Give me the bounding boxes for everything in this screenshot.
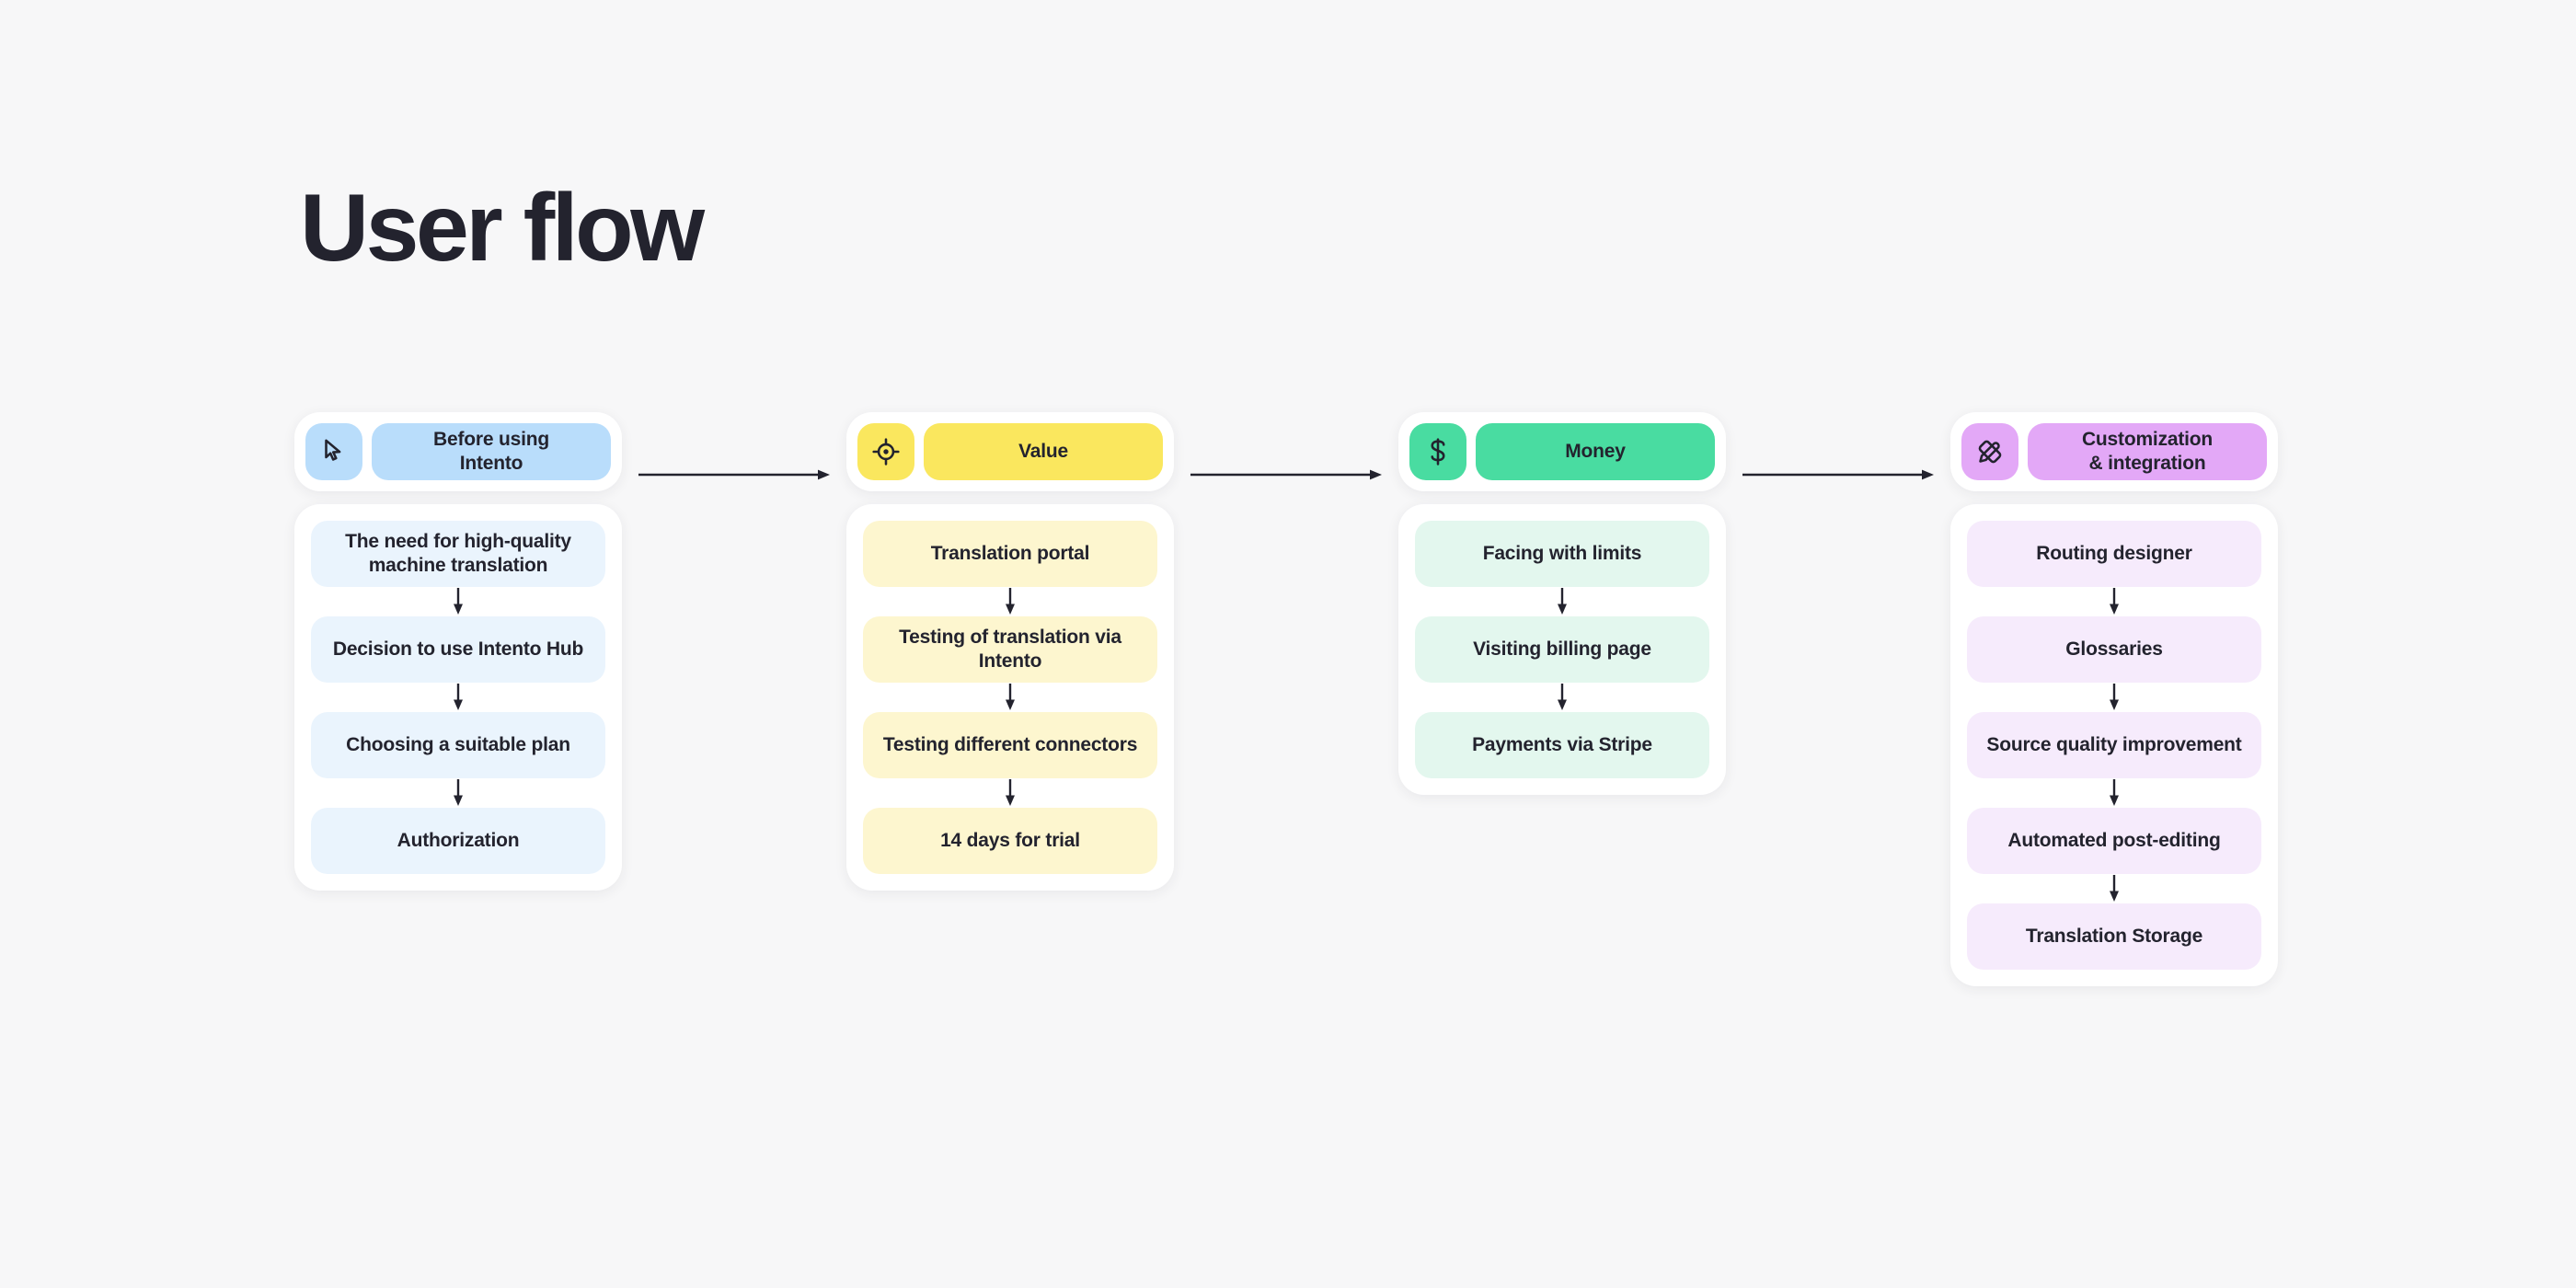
column-header-label-customization-integration: Customization & integration: [2028, 423, 2267, 480]
flow-step[interactable]: Payments via Stripe: [1415, 712, 1709, 778]
flow-step[interactable]: Facing with limits: [1415, 521, 1709, 587]
column-header-label-value: Value: [924, 423, 1163, 480]
flow-step[interactable]: Source quality improvement: [1967, 712, 2261, 778]
flow-step[interactable]: Translation Storage: [1967, 903, 2261, 970]
dollar-sign-icon: [1409, 423, 1466, 480]
arrow-down-icon: [311, 683, 605, 712]
flow-step[interactable]: The need for high-quality machine transl…: [311, 521, 605, 587]
flow-step[interactable]: Testing different connectors: [863, 712, 1157, 778]
connector-arrow-right-icon: [638, 466, 830, 484]
column-header-label-before-using-intento: Before using Intento: [372, 423, 611, 480]
arrow-down-icon: [1415, 587, 1709, 616]
flow-step[interactable]: Routing designer: [1967, 521, 2261, 587]
arrow-down-icon: [311, 587, 605, 616]
flow-step[interactable]: Decision to use Intento Hub: [311, 616, 605, 683]
column-steps-before-using-intento: The need for high-quality machine transl…: [294, 504, 622, 891]
flow-step[interactable]: Authorization: [311, 808, 605, 874]
column-steps-money: Facing with limits Visiting billing page…: [1398, 504, 1726, 795]
arrow-down-icon: [1967, 778, 2261, 808]
column-steps-value: Translation portal Testing of translatio…: [846, 504, 1174, 891]
flow-step[interactable]: 14 days for trial: [863, 808, 1157, 874]
cursor-pointer-icon: [305, 423, 362, 480]
column-header-before-using-intento[interactable]: Before using Intento: [294, 412, 622, 491]
flow-step[interactable]: Testing of translation via Intento: [863, 616, 1157, 683]
arrow-down-icon: [863, 778, 1157, 808]
page-title: User flow: [300, 175, 705, 282]
flow-step[interactable]: Visiting billing page: [1415, 616, 1709, 683]
column-steps-customization-integration: Routing designer Glossaries Source quali…: [1950, 504, 2278, 986]
column-header-money[interactable]: Money: [1398, 412, 1726, 491]
column-header-customization-integration[interactable]: Customization & integration: [1950, 412, 2278, 491]
arrow-down-icon: [1967, 683, 2261, 712]
arrow-down-icon: [863, 683, 1157, 712]
flow-step[interactable]: Automated post-editing: [1967, 808, 2261, 874]
arrow-down-icon: [1415, 683, 1709, 712]
connector-arrow-right-icon: [1742, 466, 1934, 484]
flow-step[interactable]: Glossaries: [1967, 616, 2261, 683]
target-crosshair-icon: [857, 423, 914, 480]
flow-step[interactable]: Translation portal: [863, 521, 1157, 587]
column-header-value[interactable]: Value: [846, 412, 1174, 491]
arrow-down-icon: [863, 587, 1157, 616]
arrow-down-icon: [311, 778, 605, 808]
column-header-label-money: Money: [1476, 423, 1715, 480]
arrow-down-icon: [1967, 587, 2261, 616]
pen-ruler-design-icon: [1961, 423, 2018, 480]
connector-arrow-right-icon: [1190, 466, 1382, 484]
flow-step[interactable]: Choosing a suitable plan: [311, 712, 605, 778]
arrow-down-icon: [1967, 874, 2261, 903]
